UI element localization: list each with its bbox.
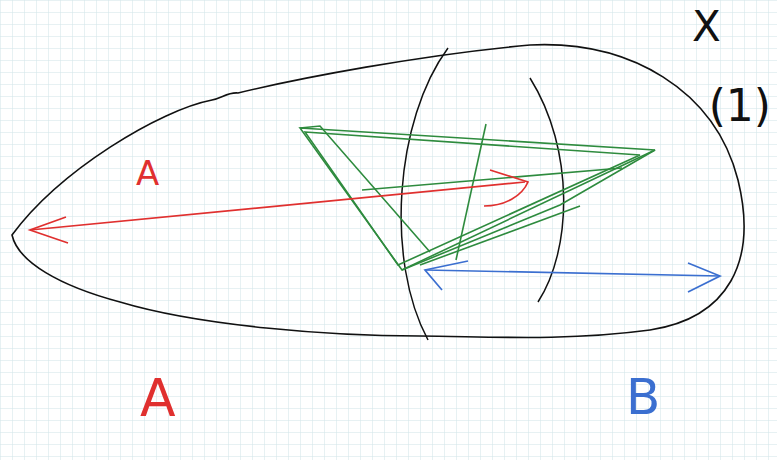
part-label: B [626,372,660,422]
red-arrow [30,170,528,243]
part-label: A [140,372,176,424]
region-label: X [692,6,721,48]
blue-arrow [425,261,720,292]
green-triangles [300,124,655,270]
callout-number: (1) [709,84,771,128]
arrow-label: A [136,156,159,190]
region-outline [12,45,744,338]
divider-curve [530,78,564,302]
